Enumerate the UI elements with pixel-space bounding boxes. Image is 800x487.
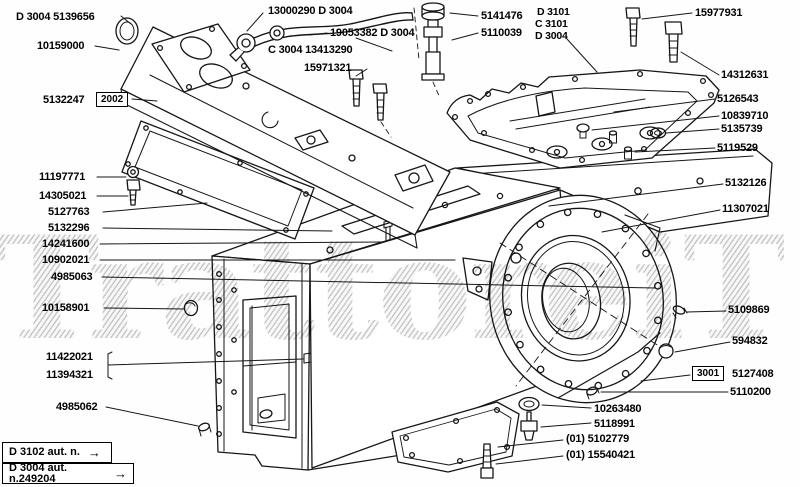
- part-label-5110200: 5110200: [730, 386, 771, 398]
- part-label-5119529: 5119529: [717, 142, 758, 154]
- part-label-15977931: 15977931: [695, 7, 743, 19]
- part-label-5135739: 5135739: [721, 123, 763, 135]
- part-label-11307021: 11307021: [722, 203, 769, 215]
- housing-front-face: [183, 255, 333, 471]
- part-label-5127408: 5127408: [732, 368, 774, 380]
- legend-text: D 3102 aut. n.: [9, 446, 80, 458]
- legend-text: D 3004 aut. n.249204: [9, 461, 68, 485]
- bolt-11197771: [126, 165, 141, 206]
- part-label-15540421: (01) 15540421: [566, 449, 635, 461]
- part-label-11394321: 11394321: [46, 369, 93, 381]
- lift-cover-tray: [446, 69, 720, 169]
- breather-assembly: [413, 2, 445, 99]
- part-label-11422021: 11422021: [46, 351, 93, 363]
- right-arrow-icon: →: [87, 445, 101, 460]
- part-label-14305021: 14305021: [39, 190, 87, 202]
- part-label-4985062: 4985062: [56, 401, 98, 413]
- part-label-5109869: 5109869: [728, 304, 770, 316]
- legend-box-d3004: D 3004 aut. n.249204 →: [2, 461, 134, 485]
- seal-ring: [115, 17, 139, 45]
- part-label-13413290: C 3004 13413290: [268, 44, 353, 56]
- variant-label-c3101: C 3101: [535, 18, 568, 30]
- part-label-5132247: 5132247: [43, 94, 85, 106]
- part-label-4985063: 4985063: [51, 271, 93, 283]
- variant-label-d3004: D 3004: [535, 30, 568, 42]
- part-label-10902021: 10902021: [42, 254, 90, 266]
- part-label-5132296: 5132296: [48, 222, 90, 234]
- part-label-19053382: 19053382 D 3004: [330, 27, 415, 39]
- part-label-5132126: 5132126: [725, 177, 767, 189]
- right-arrow-icon: →: [114, 466, 127, 481]
- bolts-15971321: [348, 69, 392, 138]
- part-label-14312631: 14312631: [721, 69, 769, 81]
- part-label-5102779: (01) 5102779: [566, 433, 630, 445]
- ref-box-3001: 3001: [692, 366, 725, 381]
- part-label-10158901: 10158901: [42, 302, 90, 314]
- part-label-5141476: 5141476: [481, 10, 523, 22]
- part-label-5118991: 5118991: [594, 418, 635, 430]
- part-label-5127763: 5127763: [48, 206, 90, 218]
- part-label-15971321: 15971321: [304, 62, 352, 74]
- top-gasket: [121, 120, 315, 240]
- small-hardware: [480, 7, 688, 479]
- ref-box-2002: 2002: [96, 92, 129, 107]
- part-label-594832: 594832: [732, 335, 768, 347]
- part-label-10159000: 10159000: [37, 40, 85, 52]
- part-label-13000290: 13000290 D 3004: [268, 5, 353, 17]
- hose-assembly: [229, 11, 414, 62]
- part-label-5126543: 5126543: [717, 93, 759, 105]
- top-cover: [120, 23, 451, 249]
- part-label-5110039: 5110039: [481, 27, 522, 39]
- leader-lines: [94, 12, 731, 465]
- part-label-11197771: 11197771: [39, 171, 86, 183]
- part-label-10839710: 10839710: [721, 110, 769, 122]
- legend-box-d3102: D 3102 aut. n. →: [2, 442, 112, 463]
- part-label-14241600: 14241600: [42, 238, 90, 250]
- variant-label-d3101: D 3101: [537, 6, 570, 18]
- part-label-5139656: D 3004 5139656: [16, 11, 95, 23]
- part-label-10263480: 10263480: [594, 403, 642, 415]
